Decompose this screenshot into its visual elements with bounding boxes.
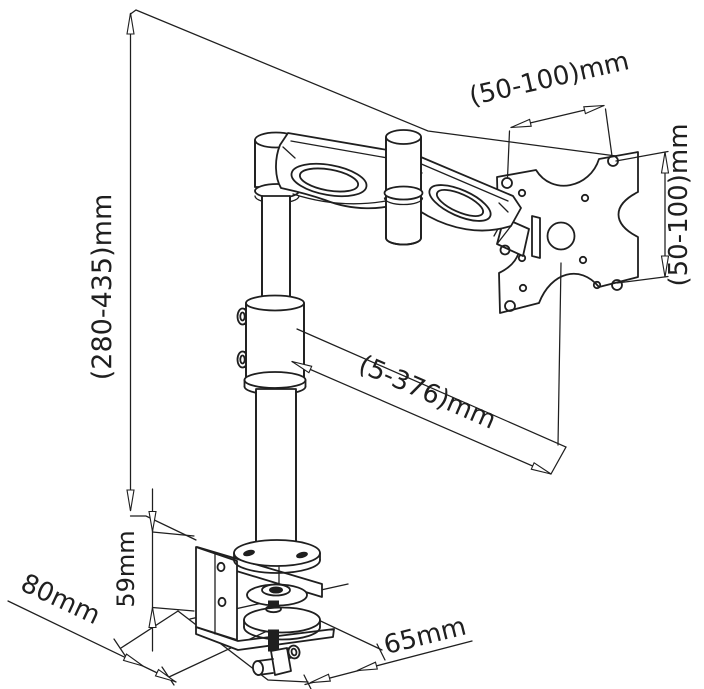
dim-vesa-height-label: (50-100)mm (664, 123, 694, 286)
arrow-icon (356, 661, 379, 672)
dim-vesa-height: (50-100)mm (615, 123, 694, 287)
dim-clamp-depth-label: 80mm (16, 568, 105, 631)
pole (236, 195, 307, 551)
arrow-down-icon (148, 510, 157, 532)
arrow-up-icon (126, 12, 135, 35)
dim-clamp-width: 65mm (303, 612, 473, 689)
dim-height-label: (280-435)mm (87, 194, 118, 380)
dim-clamp-height-label: 59mm (112, 530, 140, 607)
arrow-icon (530, 461, 552, 475)
arm-segment-2 (404, 151, 522, 232)
arm-mid-joint (383, 129, 424, 246)
arrow-down-icon (126, 489, 135, 512)
joint2-ring (383, 185, 424, 201)
arrow-icon (154, 668, 176, 683)
clamp-washer (246, 583, 308, 607)
pole-collar (243, 294, 307, 396)
dim-clamp-height: 59mm (112, 488, 195, 652)
arrow-down-icon (660, 255, 670, 278)
arrow-icon (510, 118, 532, 129)
dim-vesa-width-label: (50-100)mm (466, 46, 632, 112)
clamp-threaded-rod-lower (268, 629, 279, 652)
arm-segment-1 (275, 132, 411, 210)
vesa-center-hole (546, 221, 576, 251)
dim-arm-reach-label: (5-376)mm (354, 350, 500, 436)
clamp-t-handle (252, 644, 301, 676)
arrow-icon (291, 360, 313, 374)
clamp-pad (243, 604, 321, 641)
arrow-icon (122, 653, 144, 667)
arrow-icon (583, 104, 605, 115)
pole-base-flange (233, 539, 321, 574)
arrow-icon (309, 673, 332, 684)
clamp-back-plate (195, 546, 238, 641)
arrow-up-icon (660, 151, 670, 174)
dim-height: (280-435)mm (87, 9, 617, 541)
vesa-plate (496, 151, 639, 314)
arrow-up-icon (148, 607, 157, 629)
